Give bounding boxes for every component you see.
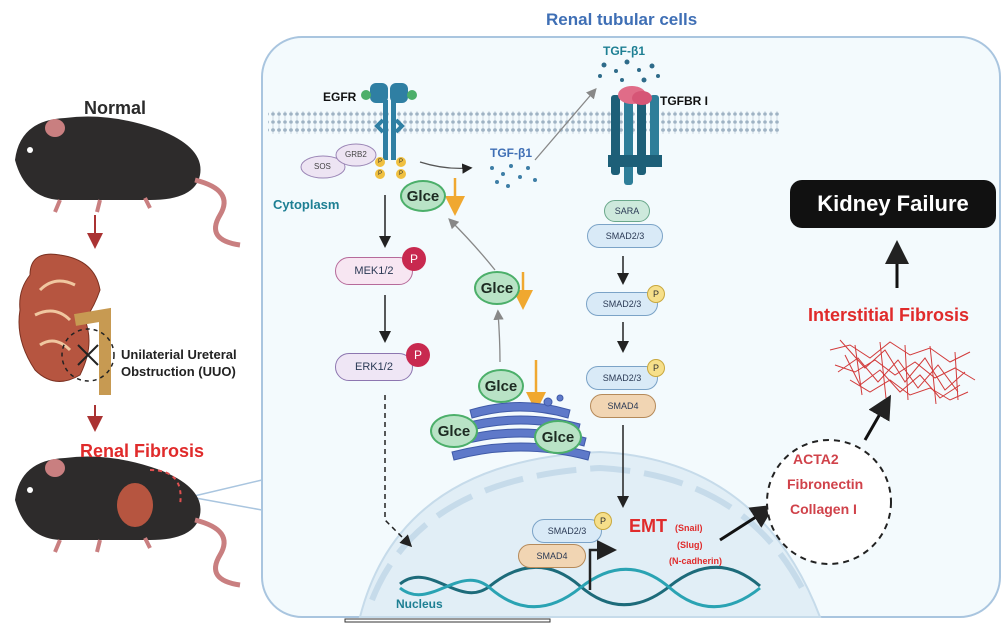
marker-collagen: Collagen I [790, 501, 857, 517]
label-grb2: GRB2 [345, 150, 367, 159]
egfr-p-1: P [378, 159, 383, 165]
glce-node-membrane: Glce [400, 180, 446, 212]
label-nucleus: Nucleus [396, 597, 443, 611]
smad4-cytoplasm: SMAD4 [590, 394, 656, 418]
arrow-erk-nucleus [384, 395, 413, 548]
fibrosis-mouse [15, 456, 241, 588]
label-uuo-line2: Obstruction (UUO) [121, 364, 236, 379]
sos-protein [300, 155, 346, 179]
tgfbr-receptor [608, 86, 662, 185]
smad23-phospho-2: SMAD2/3 [586, 366, 658, 390]
arrow-tgfb1-receptor [534, 88, 597, 161]
label-tgfb1-top: TGF-β1 [603, 44, 645, 58]
smad4-nucleus: SMAD4 [518, 544, 586, 568]
egfr-receptor [361, 83, 417, 160]
mek-protein: MEK1/2 [335, 257, 413, 285]
tgfb1-ligand-cluster [598, 59, 660, 83]
mek-phospho-badge: P [402, 247, 426, 271]
smad23-phospho-1: SMAD2/3 [586, 292, 658, 316]
label-snail: (Snail) [675, 523, 703, 533]
label-cytoplasm: Cytoplasm [273, 197, 340, 212]
label-kidney-failure: Kidney Failure [817, 191, 969, 216]
sara-protein: SARA [604, 200, 650, 222]
glce-node-golgi-right: Glce [534, 420, 582, 454]
label-tgfb1-mid: TGF-β1 [490, 146, 532, 160]
tgfb1-secreted-dots [490, 164, 537, 188]
glce-node-cytoplasm: Glce [474, 271, 520, 305]
label-slug: (Slug) [677, 540, 703, 550]
interstitial-fibrosis-network [829, 339, 976, 405]
dna-helix [399, 565, 761, 609]
kidney-failure-box: Kidney Failure [790, 180, 996, 228]
smad23-receptor: SMAD2/3 [587, 224, 663, 248]
scale-bar [344, 618, 551, 623]
label-egfr: EGFR [323, 90, 357, 104]
egfr-phosphorylation [375, 157, 406, 179]
cell-title: Renal tubular cells [546, 10, 698, 29]
marker-acta2: ACTA2 [793, 451, 839, 467]
arrow-egfr-tgfb1 [419, 161, 473, 174]
label-normal: Normal [84, 98, 147, 118]
glce-node-golgi-top: Glce [478, 369, 524, 403]
label-ncadherin: (N-cadherin) [669, 556, 723, 566]
arrow-markers-fibrosis [863, 394, 891, 441]
grb2-protein [335, 143, 377, 167]
normal-mouse [15, 116, 241, 248]
glce-node-golgi-left: Glce [430, 414, 478, 448]
erk-phospho-badge: P [406, 343, 430, 367]
egfr-p-3: P [399, 159, 404, 165]
arrow-emt-markers [719, 504, 776, 542]
smad-p-badge-2: P [647, 359, 665, 377]
erk-protein: ERK1/2 [335, 353, 413, 381]
label-interstitial-fibrosis: Interstitial Fibrosis [808, 305, 970, 325]
zoom-callout [189, 479, 263, 511]
kidney-uuo [18, 253, 115, 395]
label-tgfbr1: TGFBR I [660, 94, 708, 108]
smad23-nucleus: SMAD2/3 [532, 519, 602, 543]
smad-p-badge-nucleus: P [594, 512, 612, 530]
label-renal-fibrosis: Renal Fibrosis [80, 441, 205, 461]
arrow-golgi-glce [493, 309, 504, 363]
egfr-p-4: P [399, 171, 404, 177]
transcription-arrow [588, 540, 617, 590]
egfr-p-2: P [378, 171, 383, 177]
label-emt: EMT [629, 516, 667, 536]
smad-p-badge-1: P [647, 285, 665, 303]
marker-fibronectin: Fibronectin [787, 476, 864, 492]
ecm-markers-circle [766, 439, 892, 565]
label-sos: SOS [314, 162, 331, 171]
label-uuo-line1: Unilaterial Ureteral [121, 347, 237, 362]
arrow-glce-membrane [448, 218, 496, 271]
